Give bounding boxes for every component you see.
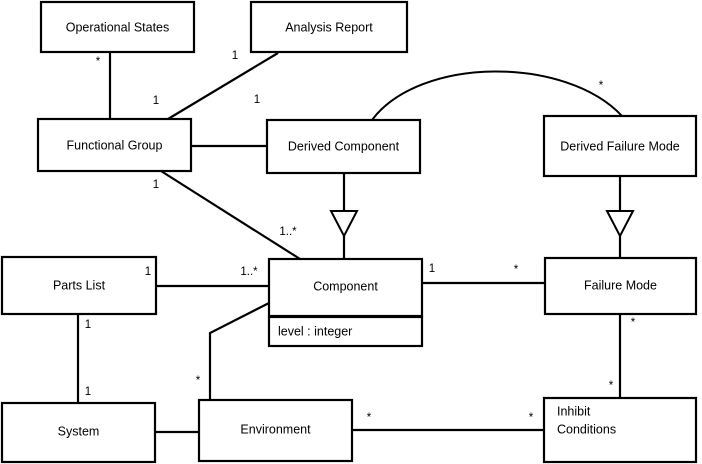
multiplicity-parts-list-bottom: 1 (85, 319, 91, 331)
multiplicity-analysis-report: 1 (232, 50, 238, 62)
class-operational-states[interactable]: Operational States (39, 0, 196, 54)
multiplicity-failure-mode-bottom: * (631, 317, 636, 329)
multiplicity-environment-top: * (196, 375, 201, 387)
class-name-operational-states: Operational States (66, 20, 170, 34)
class-name-analysis-report: Analysis Report (285, 20, 373, 34)
multiplicity-environment-right: * (367, 412, 372, 424)
generalization-arrow-derived-component-component (329, 210, 359, 239)
class-environment[interactable]: Environment (197, 398, 354, 463)
class-box-derived-component[interactable] (265, 118, 422, 175)
class-name-inhibit-conditions-line1: Inhibit (557, 404, 591, 418)
association-lines (76, 52, 623, 434)
multiplicity-labels: * 1 1 1 * 1 1..* 1 1..* 1 * * * 1 1 * * … (85, 50, 636, 424)
class-box-derived-failure-mode[interactable] (542, 114, 698, 178)
multiplicity-system-top: 1 (85, 386, 91, 398)
multiplicity-component-left: 1..* (240, 266, 258, 278)
class-box-failure-mode[interactable] (543, 256, 698, 316)
multiplicity-inhibit-conditions-top: * (609, 380, 614, 392)
multiplicity-functional-group-top: 1 (153, 95, 159, 107)
class-derived-failure-mode[interactable]: Derived Failure Mode (542, 114, 698, 178)
multiplicity-failure-mode-left: * (514, 264, 519, 276)
association-functional-group-component[interactable] (160, 170, 301, 260)
class-box-system[interactable] (0, 401, 157, 464)
association-derived-component-derived-failure-mode[interactable] (371, 70, 623, 121)
class-name-system: System (58, 424, 100, 438)
association-component-environment[interactable] (208, 302, 270, 400)
class-name-inhibit-conditions-line2: Conditions (557, 422, 616, 436)
class-box-inhibit-conditions[interactable] (542, 396, 698, 464)
multiplicity-component-right: 1 (429, 263, 435, 275)
class-name-component: Component (313, 279, 378, 293)
class-functional-group[interactable]: Functional Group (36, 117, 193, 173)
multiplicity-functional-group-bottom: 1 (153, 179, 159, 191)
class-failure-mode[interactable]: Failure Mode (543, 256, 698, 316)
class-name-environment: Environment (240, 422, 311, 436)
class-system[interactable]: System (0, 401, 157, 464)
class-name-derived-component: Derived Component (288, 139, 400, 153)
class-component[interactable]: Component level : integer (267, 257, 424, 348)
class-attributes-compartment-component[interactable] (267, 315, 424, 348)
class-name-functional-group: Functional Group (67, 138, 163, 152)
generalization-arrow-derived-failure-mode-failure-mode (605, 210, 635, 239)
class-derived-component[interactable]: Derived Component (265, 118, 422, 175)
association-analysis-report-functional-group[interactable] (167, 52, 279, 120)
class-name-parts-list: Parts List (53, 278, 106, 292)
multiplicity-operational-states: * (96, 56, 101, 68)
class-box-analysis-report[interactable] (249, 0, 409, 54)
multiplicity-derived-component-left: 1 (254, 94, 260, 106)
class-parts-list[interactable]: Parts List (0, 255, 158, 316)
class-analysis-report[interactable]: Analysis Report (249, 0, 409, 54)
class-name-failure-mode: Failure Mode (584, 278, 657, 292)
class-attribute-component-level: level : integer (278, 324, 352, 338)
generalization-links (329, 173, 635, 259)
class-inhibit-conditions[interactable]: Inhibit Conditions (542, 396, 698, 464)
class-box-environment[interactable] (197, 398, 354, 463)
multiplicity-inhibit-conditions-left: * (529, 412, 534, 424)
class-box-parts-list[interactable] (0, 255, 158, 316)
class-box-functional-group[interactable] (36, 117, 193, 173)
multiplicity-component-top-left: 1..* (279, 226, 297, 238)
multiplicity-derived-failure-mode-curve: * (599, 80, 604, 92)
class-box-component[interactable] (267, 257, 424, 318)
multiplicity-parts-list-right: 1 (145, 266, 151, 278)
class-name-derived-failure-mode: Derived Failure Mode (560, 139, 680, 153)
class-box-operational-states[interactable] (39, 0, 196, 54)
